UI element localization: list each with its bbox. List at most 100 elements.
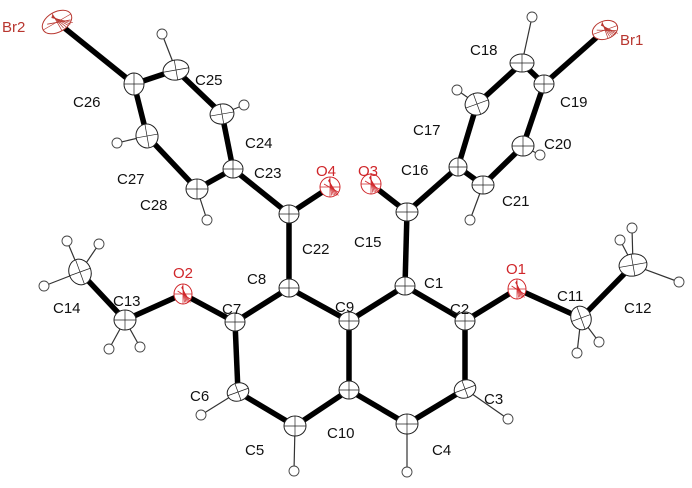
atom-label-C1: C1 [424,275,443,292]
atom-label-C15: C15 [354,234,382,251]
atom-O2 [173,283,193,305]
bond-C8-C7 [233,285,291,325]
bond-C1-C2 [403,283,467,324]
hydrogen-atom [201,214,213,226]
atom-C11 [570,305,592,331]
atom-labels: Br1Br2O1O2O3O4C1C2C3C4C5C6C7C8C9C10C11C1… [2,19,652,459]
atom-C28 [185,178,209,200]
atom-C1 [394,276,416,296]
atom-label-Br1: Br1 [620,32,643,49]
atom-label-C8: C8 [247,271,266,288]
bond-O1-C11 [515,286,583,321]
hydrogen-atom [195,409,207,421]
atom-C5 [283,415,307,437]
atom-label-Br2: Br2 [2,19,25,36]
hydrogen-atom [451,84,463,96]
atom-label-C18: C18 [470,42,498,59]
atom-C3 [453,379,477,399]
bond-C19-C20 [520,83,547,147]
atom-label-C11: C11 [557,288,583,305]
atom-C16 [448,157,468,177]
atom-C23 [222,159,244,179]
atom-C6 [226,382,250,402]
atom-label-C20: C20 [544,136,572,153]
atom-label-C12: C12 [624,300,652,317]
atom-O3 [360,173,382,195]
hydrogen-atom [111,137,123,149]
atom-label-C17: C17 [413,122,441,139]
atom-C10 [338,380,360,400]
atom-C17 [464,92,490,116]
atom-label-C14: C14 [53,300,81,317]
bond-C26-Br2 [55,19,136,87]
hydrogen-atom [288,465,300,477]
bond-C15-C16 [405,164,460,215]
atom-label-C16: C16 [401,162,429,179]
atom-label-C9: C9 [335,299,354,316]
atom-C2 [454,311,476,331]
atom-O1 [507,278,527,300]
atom-label-C7: C7 [222,301,241,318]
atom-label-C24: C24 [245,135,273,152]
atom-label-C6: C6 [190,388,209,405]
atom-C25 [162,59,190,81]
atom-C26 [123,72,145,96]
bond-C1-C15 [402,211,410,287]
atom-label-C28: C28 [140,197,168,214]
hydrogen-atom [156,28,168,40]
hydrogen-atom [464,214,476,226]
atom-Br1 [591,19,619,41]
bond-C9-C8 [287,285,351,324]
bond-C19-Br1 [542,27,607,87]
hydrogen-atom [401,466,413,478]
hydrogen-atom [626,222,638,234]
hydrogen-atoms [38,11,685,478]
heavy-atoms [41,9,648,437]
hydrogen-atom [38,280,50,292]
hydrogen-atom [673,276,685,288]
atom-O4 [319,176,341,198]
hydrogen-atom [238,99,250,111]
atom-label-C22: C22 [302,241,330,258]
hydrogen-atom [571,347,583,359]
atom-C15 [395,202,419,222]
bond-C7-C6 [232,321,241,393]
atom-label-O1: O1 [506,261,526,278]
hydrogen-atom [134,341,146,353]
atom-label-C5: C5 [245,442,264,459]
atom-C21 [471,175,495,195]
atom-label-O3: O3 [358,163,378,180]
bond-C9-C1 [347,283,407,324]
atom-label-C23: C23 [254,165,282,182]
hydrogen-atom [593,336,605,348]
atom-label-C27: C27 [117,171,145,188]
hydrogen-atom [534,149,546,161]
atom-label-C25: C25 [195,72,223,89]
atom-Br2 [41,9,73,35]
atom-C20 [511,135,535,157]
atom-C8 [278,278,300,298]
atom-label-C26: C26 [73,94,101,111]
atom-label-C3: C3 [484,391,503,408]
atom-C14 [68,258,92,286]
hydrogen-atom [93,238,105,250]
atom-C4 [395,413,419,435]
atom-label-C10: C10 [327,425,355,442]
atom-label-C13: C13 [113,293,141,310]
atom-label-C21: C21 [502,193,530,210]
atom-label-O2: O2 [173,265,193,282]
atom-C7 [224,312,246,332]
atom-C24 [209,103,235,125]
atom-C27 [135,123,159,149]
hydrogen-atom [526,11,538,23]
atom-C18 [509,53,535,73]
atom-C13 [113,309,137,331]
hydrogen-atom [103,343,115,355]
atom-C12 [618,253,648,277]
atom-label-O4: O4 [316,163,336,180]
atom-C22 [278,204,300,224]
hydrogen-atom [61,235,73,247]
bond-C22-C23 [231,166,291,217]
